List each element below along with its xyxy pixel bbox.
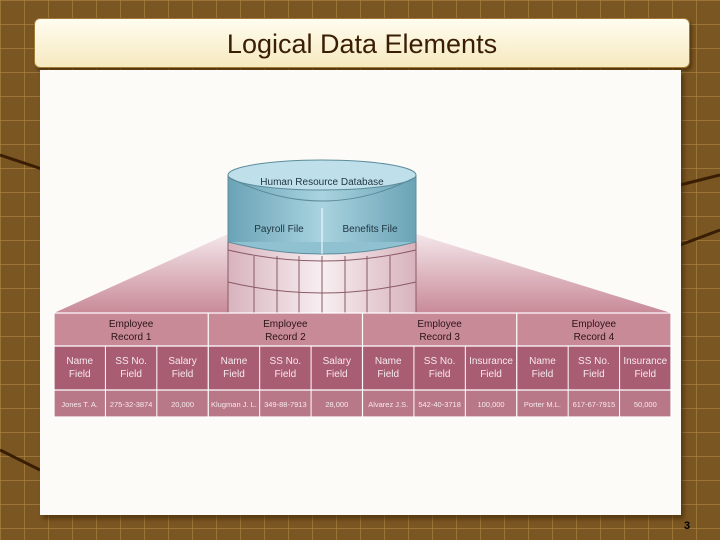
field-value: 28,000 (325, 400, 348, 409)
cylinder-ring (227, 281, 417, 294)
cylinder-top (227, 159, 417, 191)
record-label-line2: Record 4 (574, 332, 615, 343)
field-label-line1: Name (66, 356, 93, 367)
field-label-line2: Field (429, 369, 451, 380)
field-label-line1: SS No. (270, 356, 302, 367)
field-value: 50,000 (634, 400, 657, 409)
field-label-line1: Name (221, 356, 248, 367)
slide-title: Logical Data Elements (226, 29, 498, 59)
field-label-line2: Field (532, 369, 554, 380)
field-label-line1: SS No. (115, 356, 147, 367)
payroll-file-label: Payroll File (254, 224, 304, 235)
field-value: Jones T. A. (61, 400, 98, 409)
field-value: Porter M.L. (524, 400, 561, 409)
database-label: Human Resource Database (260, 177, 384, 188)
field-label-line2: Field (634, 369, 656, 380)
field-label-line2: Field (120, 369, 142, 380)
field-value: Alvarez J.S. (368, 400, 408, 409)
field-value: 542-40-3718 (418, 400, 461, 409)
record-label-line1: Employee (417, 319, 462, 330)
page-number: 3 (684, 520, 691, 532)
field-label-line2: Field (172, 369, 194, 380)
field-label-line1: Name (375, 356, 402, 367)
field-value: 100,000 (477, 400, 504, 409)
field-label-line2: Field (69, 369, 91, 380)
record-label-line1: Employee (263, 319, 308, 330)
field-value: 275-32-3874 (110, 400, 153, 409)
benefits-file-label: Benefits File (342, 224, 397, 235)
field-label-line1: Insurance (623, 356, 667, 367)
field-label-line1: SS No. (424, 356, 456, 367)
field-label-line1: Salary (168, 356, 196, 367)
cylinder-ring (227, 249, 417, 262)
field-value: 349-88-7913 (264, 400, 307, 409)
field-label-line1: Salary (323, 356, 351, 367)
field-label-line2: Field (480, 369, 502, 380)
record-label-line2: Record 3 (419, 332, 460, 343)
record-label-line1: Employee (109, 319, 154, 330)
field-label-line1: Insurance (469, 356, 513, 367)
field-value: 20,000 (171, 400, 194, 409)
record-label-line2: Record 1 (111, 332, 152, 343)
title-bar: Logical Data Elements (34, 18, 690, 68)
field-value: Klugman J. L. (211, 400, 257, 409)
field-label-line2: Field (223, 369, 245, 380)
field-label-line2: Field (377, 369, 399, 380)
field-label-line2: Field (326, 369, 348, 380)
field-label-line2: Field (583, 369, 605, 380)
record-label-line2: Record 2 (265, 332, 306, 343)
field-label-line1: Name (529, 356, 556, 367)
cylinder-front-curve (227, 176, 417, 202)
field-label-line1: SS No. (578, 356, 610, 367)
record-label-line1: Employee (572, 319, 617, 330)
field-label-line2: Field (275, 369, 297, 380)
field-value: 617-67-7915 (573, 400, 616, 409)
